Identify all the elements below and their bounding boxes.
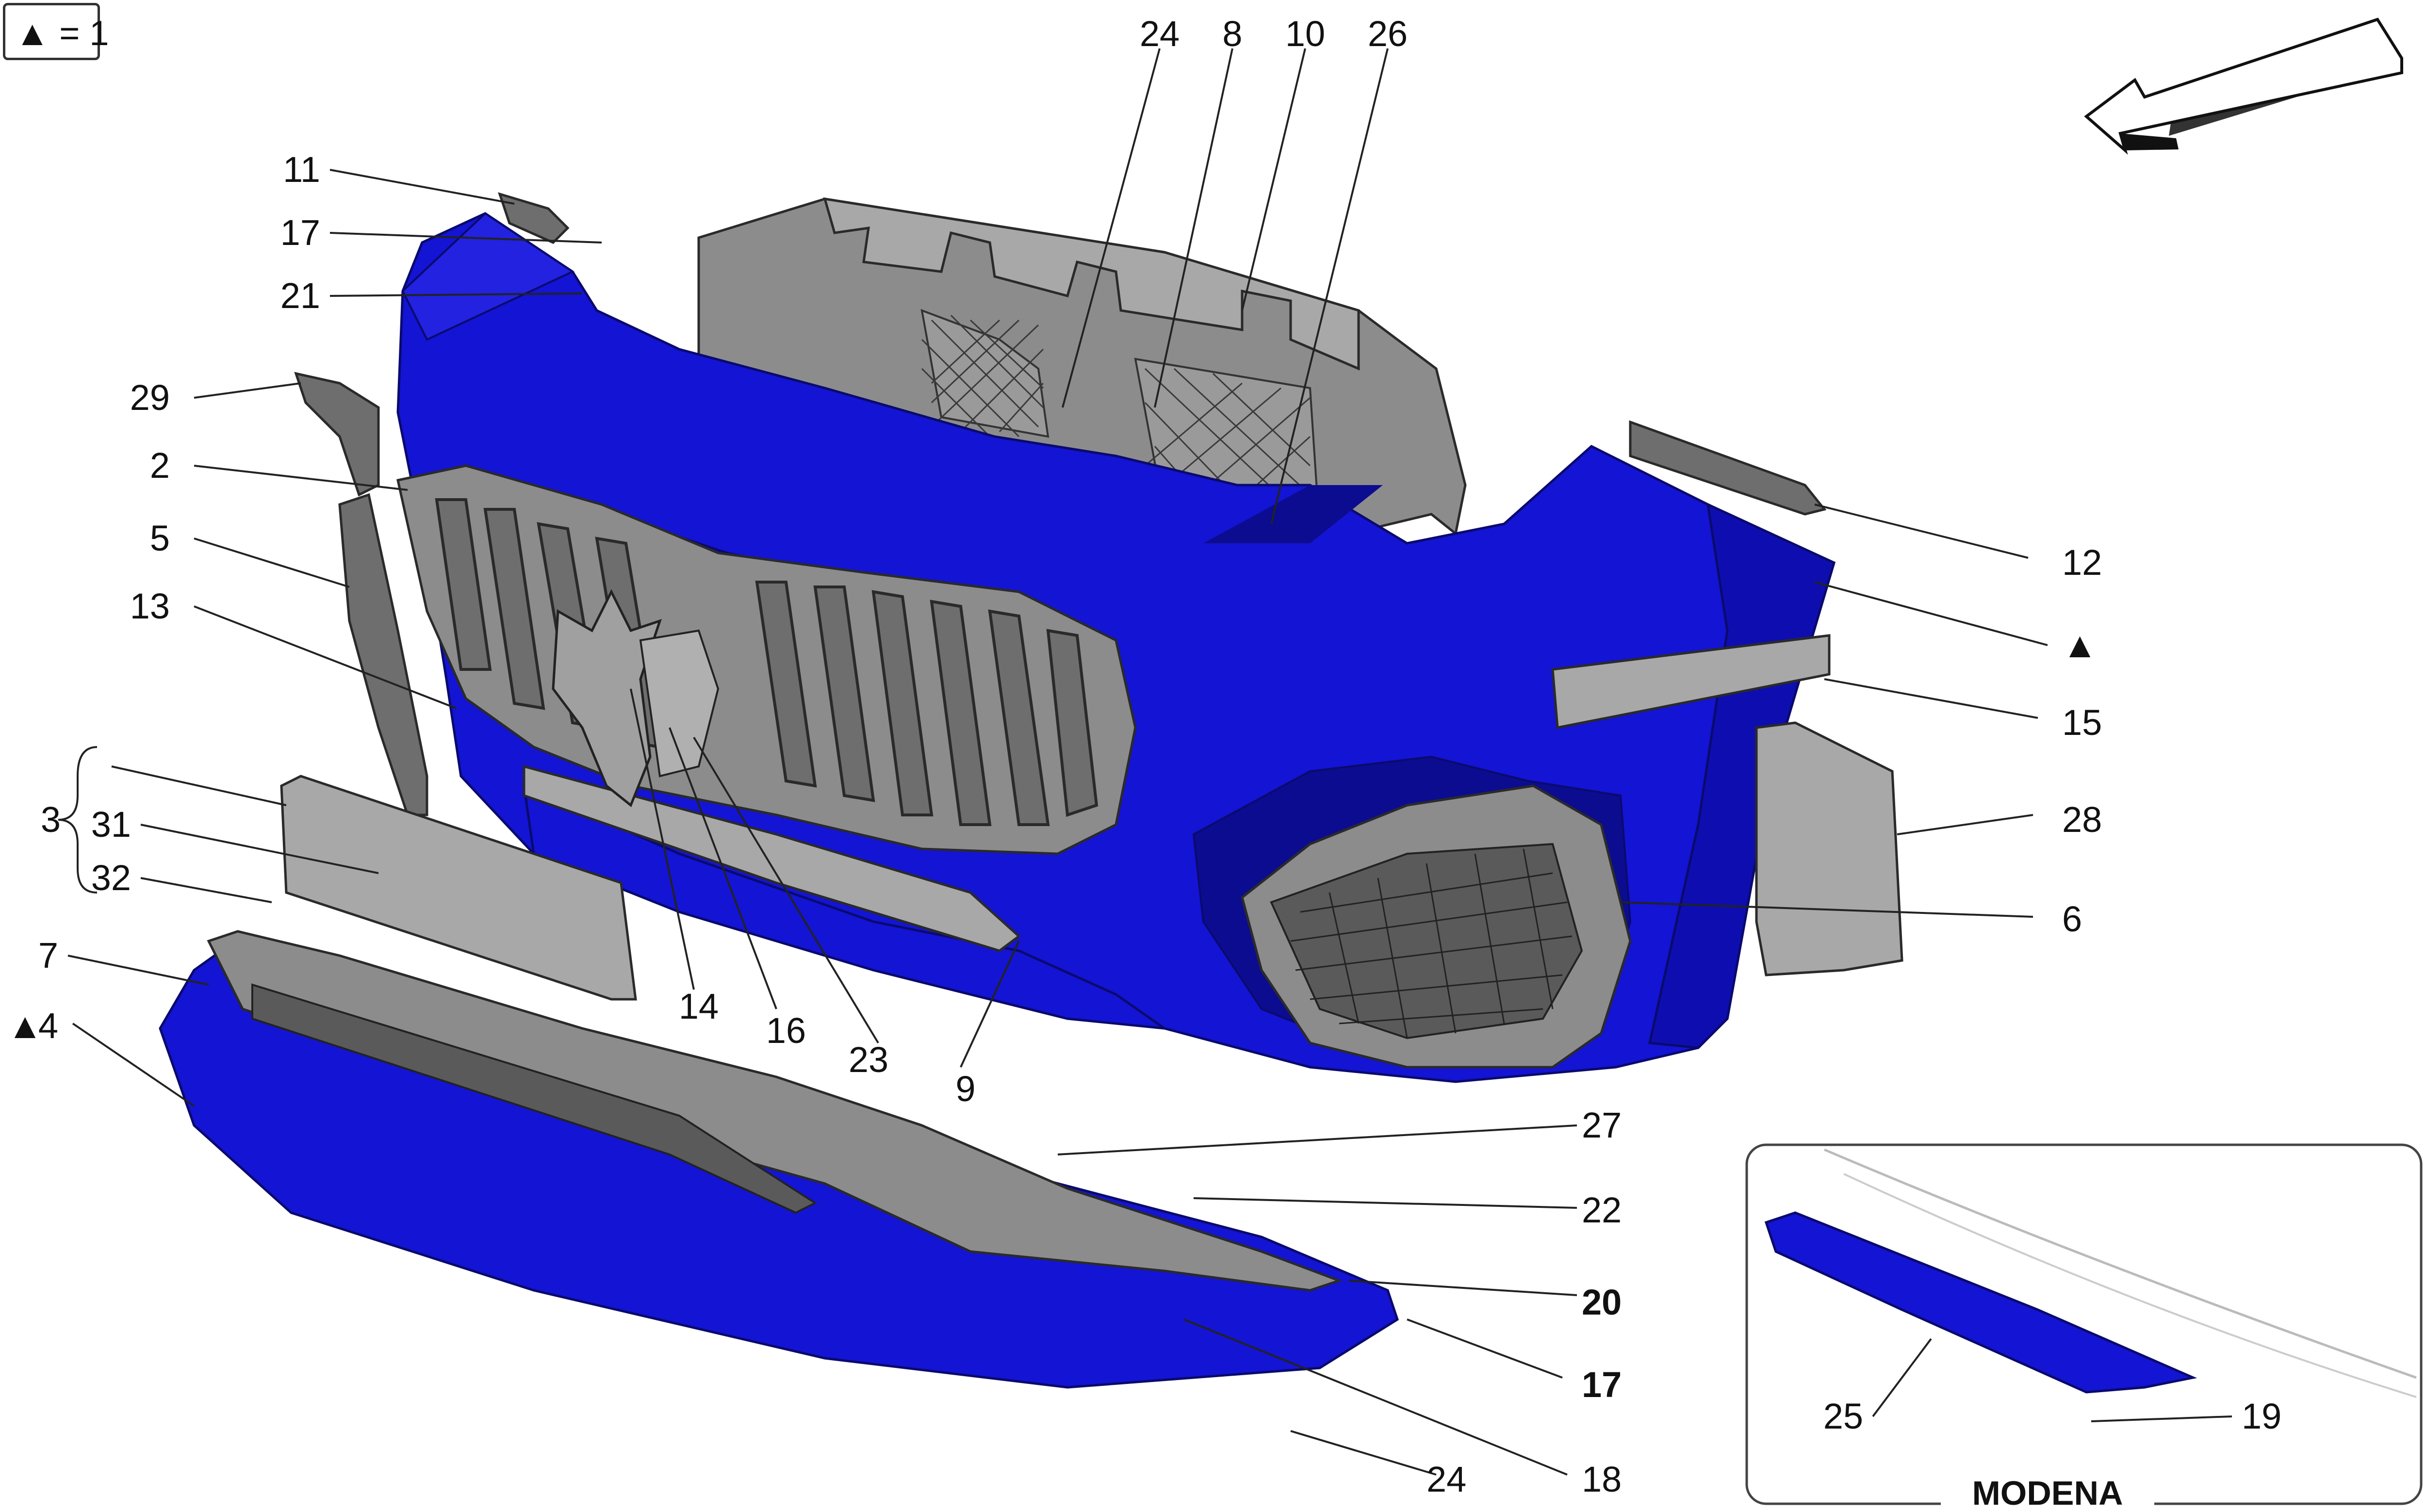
legend-text: = 1 — [59, 14, 109, 53]
callout-5: 5 — [150, 518, 170, 558]
callout-7: 7 — [38, 935, 58, 975]
front-grille — [396, 464, 1137, 855]
callout-19: 19 — [2242, 1396, 2281, 1436]
modena-inset — [1745, 1143, 2423, 1505]
top-bracket — [498, 192, 570, 244]
callout-23: 23 — [849, 1040, 888, 1080]
upper-bracket — [294, 372, 380, 497]
callout-14: 14 — [679, 986, 719, 1026]
callout-6: 6 — [2062, 899, 2082, 939]
trident-emblem — [552, 589, 662, 808]
callout-10: 10 — [1285, 14, 1325, 54]
triangle-marker-icon: ▲ — [2062, 625, 2098, 665]
callout-29: 29 — [130, 377, 170, 418]
lower-trim-strip — [523, 764, 1021, 952]
triangle-marker-icon: ▲ — [7, 1006, 43, 1046]
callout-20: 20 — [1582, 1282, 1622, 1322]
inset-title: MODENA — [1941, 1475, 2154, 1512]
callout-12: 12 — [2062, 542, 2102, 583]
callout-31: 31 — [91, 804, 131, 845]
callout-25: 25 — [1823, 1396, 1863, 1436]
callout-4: 4 — [38, 1006, 58, 1046]
callout-18: 18 — [1582, 1459, 1622, 1499]
wheelarch-panel — [1755, 721, 1903, 976]
callout-11: 11 — [283, 149, 320, 190]
callout-13: 13 — [130, 586, 170, 626]
side-bracket — [338, 493, 428, 816]
callout-27: 27 — [1582, 1105, 1622, 1145]
side-trim-strip — [1551, 634, 1831, 729]
plate-holder — [280, 775, 637, 1001]
callout-9: 9 — [955, 1069, 975, 1109]
callout-24-bottom: 24 — [1426, 1459, 1466, 1499]
triangle-marker-icon: ▲ — [15, 14, 50, 53]
front-lip-spoiler — [1764, 1211, 2197, 1394]
callout-26: 26 — [1368, 14, 1408, 54]
callout-22: 22 — [1582, 1190, 1622, 1230]
duct-mesh — [921, 314, 1311, 535]
side-intake-grille — [1241, 784, 1632, 1069]
callout-16: 16 — [766, 1010, 806, 1051]
legend-box: ▲ = 1 — [3, 3, 109, 60]
callout-32: 32 — [91, 858, 131, 898]
right-bracket — [1629, 420, 1827, 516]
undertray-grille — [251, 983, 818, 1214]
callout-21: 21 — [280, 276, 320, 316]
callout-17-bottom: 17 — [1582, 1365, 1622, 1405]
callout-labels: 24 8 10 26 11 17 21 29 2 5 13 3 31 32 7 … — [7, 14, 2281, 1499]
direction-arrow-icon — [2084, 17, 2403, 155]
callout-17-top: 17 — [280, 212, 320, 253]
callout-2: 2 — [150, 445, 170, 486]
callout-8: 8 — [1222, 14, 1242, 54]
callout-28: 28 — [2062, 799, 2102, 840]
callout-15: 15 — [2062, 702, 2102, 743]
callout-3: 3 — [41, 799, 61, 840]
callout-24-top: 24 — [1140, 14, 1180, 54]
leader-lines — [58, 48, 2232, 1476]
